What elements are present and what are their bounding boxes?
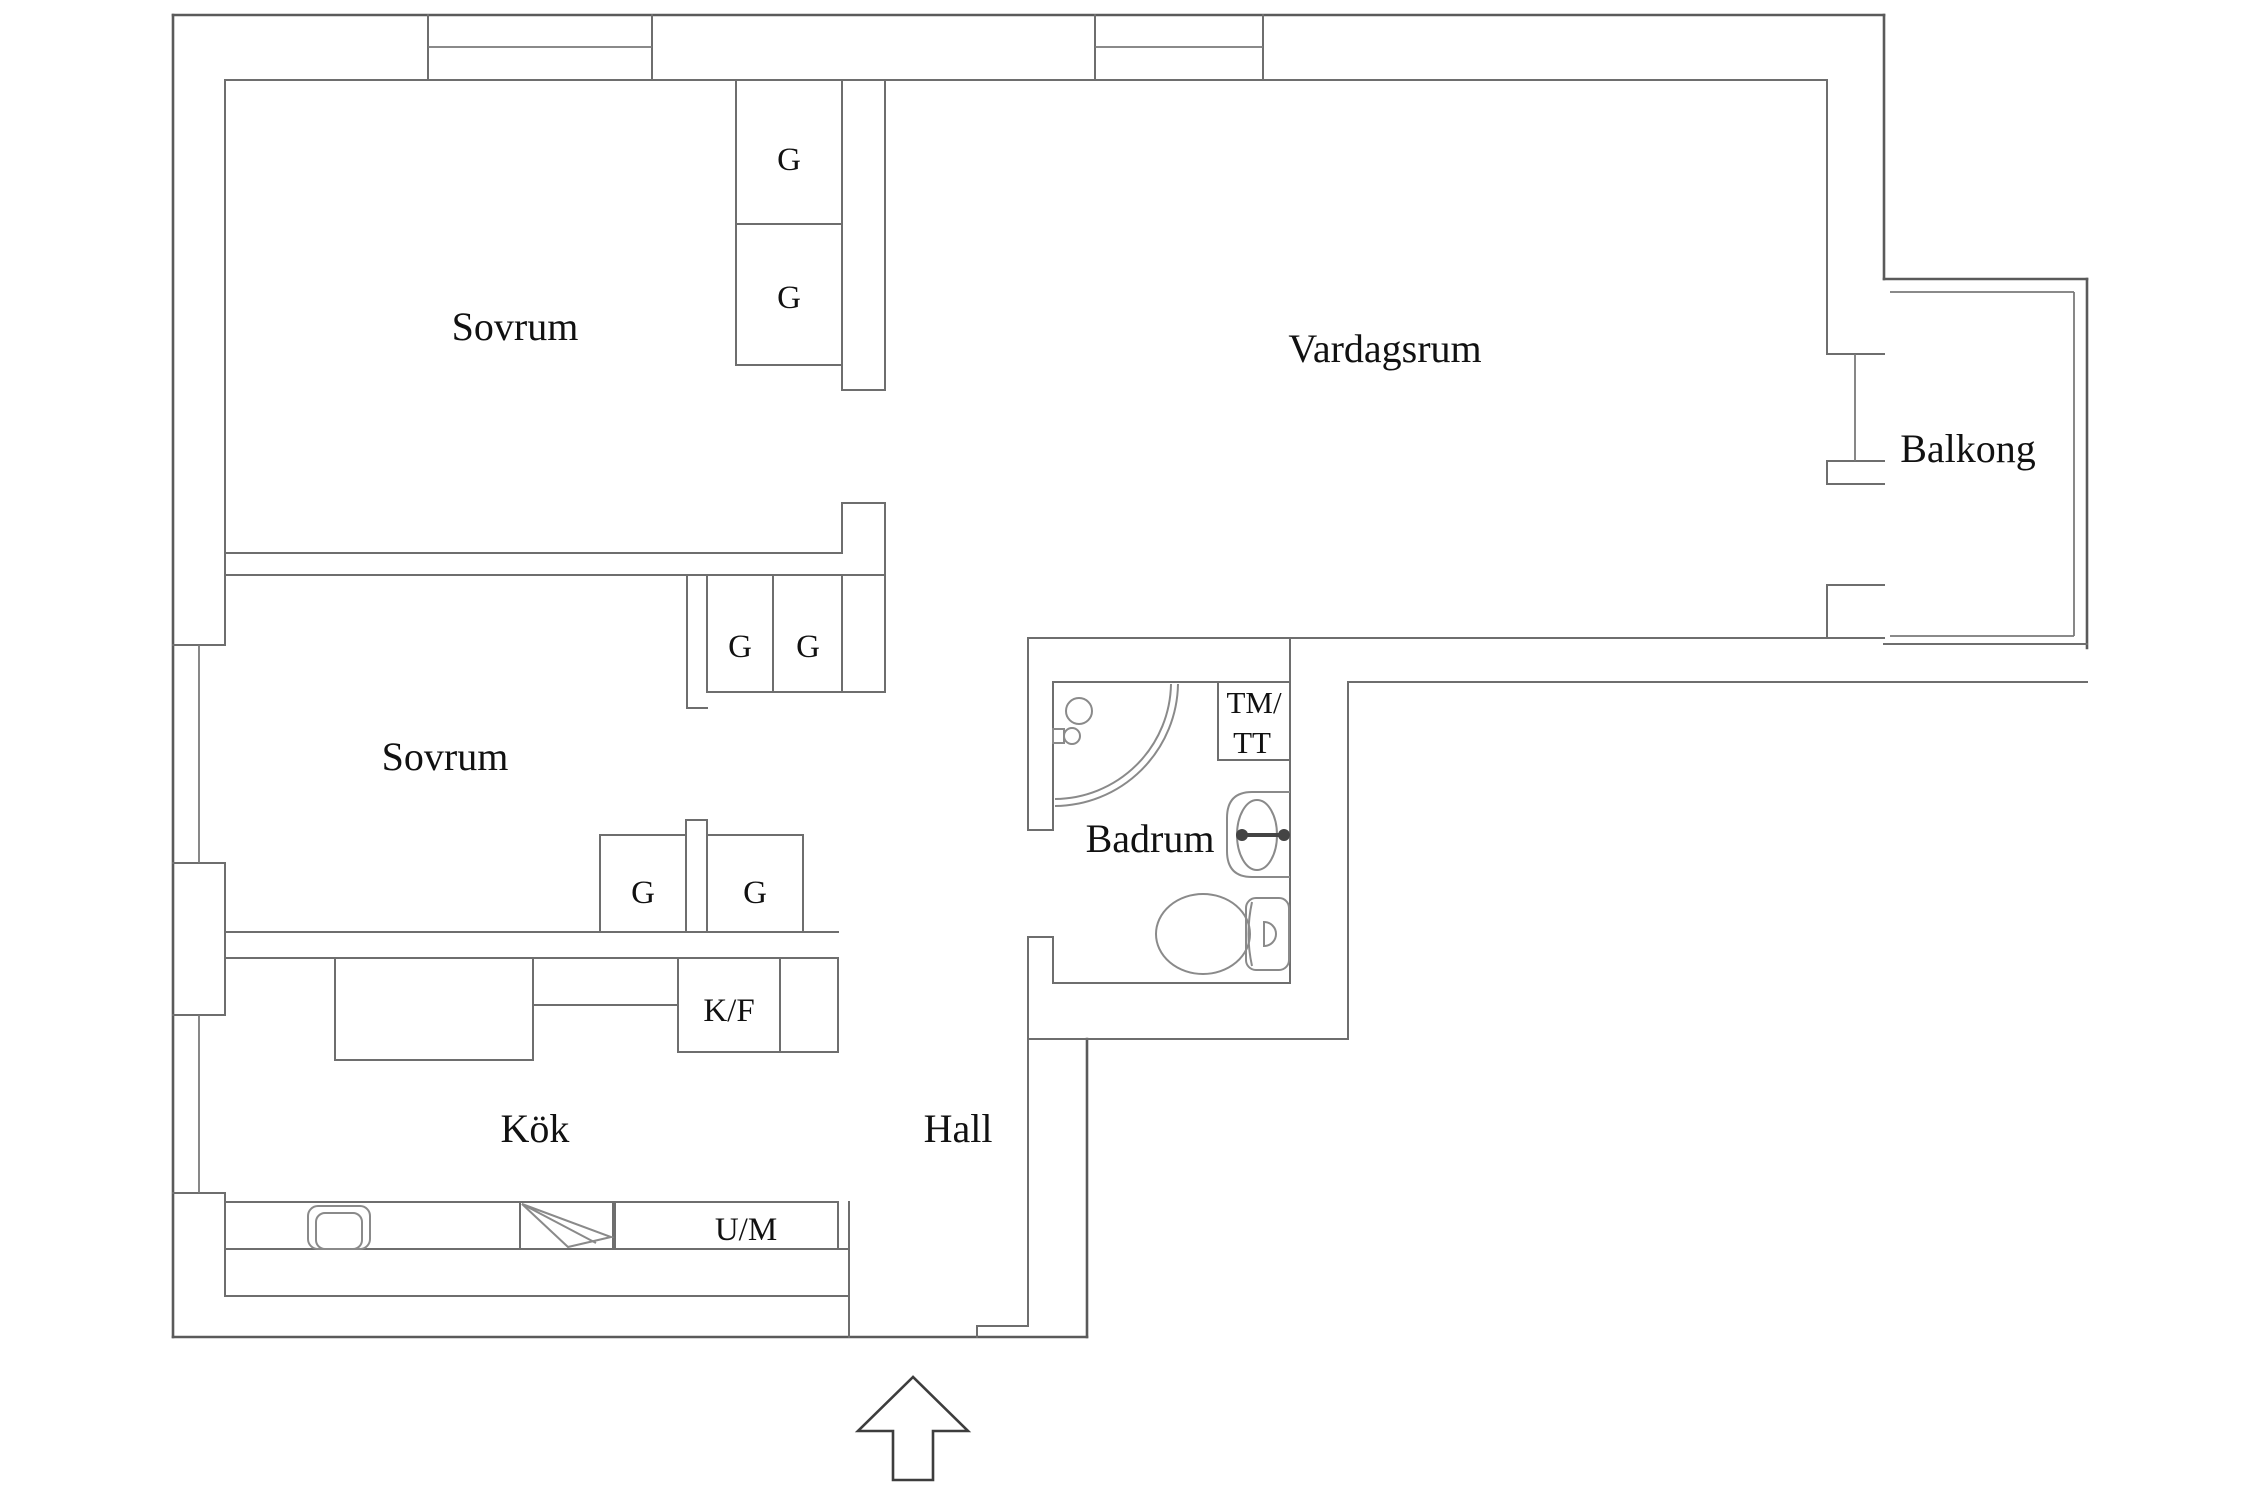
closets bbox=[599, 79, 843, 933]
closet-label-g3: G bbox=[728, 629, 752, 665]
window-sovrum1-top bbox=[427, 14, 653, 81]
closet-label-g6: G bbox=[743, 875, 767, 911]
room-label-balkong: Balkong bbox=[1900, 426, 2036, 471]
appliance-label-kf: K/F bbox=[703, 993, 754, 1029]
room-label-vardagsrum: Vardagsrum bbox=[1288, 326, 1481, 371]
kitchen-fittings bbox=[224, 957, 850, 1250]
window-vardagsrum-top bbox=[1094, 14, 1264, 81]
appliance-label-um: U/M bbox=[715, 1212, 777, 1248]
window-sovrum2-left bbox=[172, 644, 226, 864]
washer-cabinet bbox=[1217, 681, 1291, 761]
interior-walls bbox=[224, 79, 2088, 1339]
closet-label-g5: G bbox=[631, 875, 655, 911]
exterior-walls bbox=[171, 13, 1886, 1339]
balcony-railing bbox=[1882, 277, 2089, 650]
entrance-arrow bbox=[854, 1375, 972, 1482]
window-balcony-door bbox=[1826, 353, 1885, 586]
toilet-icon bbox=[1155, 893, 1290, 975]
stove-icon bbox=[519, 1201, 616, 1250]
room-label-hall: Hall bbox=[924, 1106, 993, 1151]
bathroom-fixtures bbox=[1052, 681, 1291, 975]
appliance-label-tt: TT bbox=[1233, 725, 1271, 760]
room-label-kok: Kök bbox=[501, 1106, 570, 1151]
closet-label-g4: G bbox=[796, 629, 820, 665]
room-label-sovrum-2: Sovrum bbox=[382, 734, 509, 779]
room-labels: Sovrum Vardagsrum Balkong Sovrum Badrum … bbox=[382, 304, 2036, 1151]
closet-labels: G G G G G G bbox=[631, 142, 820, 911]
closet-label-g2: G bbox=[777, 280, 801, 316]
basin-icon bbox=[1226, 791, 1290, 878]
appliance-label-tm: TM/ bbox=[1226, 685, 1282, 720]
shower-icon bbox=[1052, 683, 1179, 807]
appliance-labels: K/F U/M TM/ TT bbox=[703, 685, 1282, 1248]
room-label-badrum: Badrum bbox=[1086, 816, 1215, 861]
closet-label-g1: G bbox=[777, 142, 801, 178]
window-kok-left bbox=[172, 1014, 226, 1194]
room-label-sovrum-1: Sovrum bbox=[452, 304, 579, 349]
kitchen-sink-icon bbox=[307, 1205, 371, 1250]
